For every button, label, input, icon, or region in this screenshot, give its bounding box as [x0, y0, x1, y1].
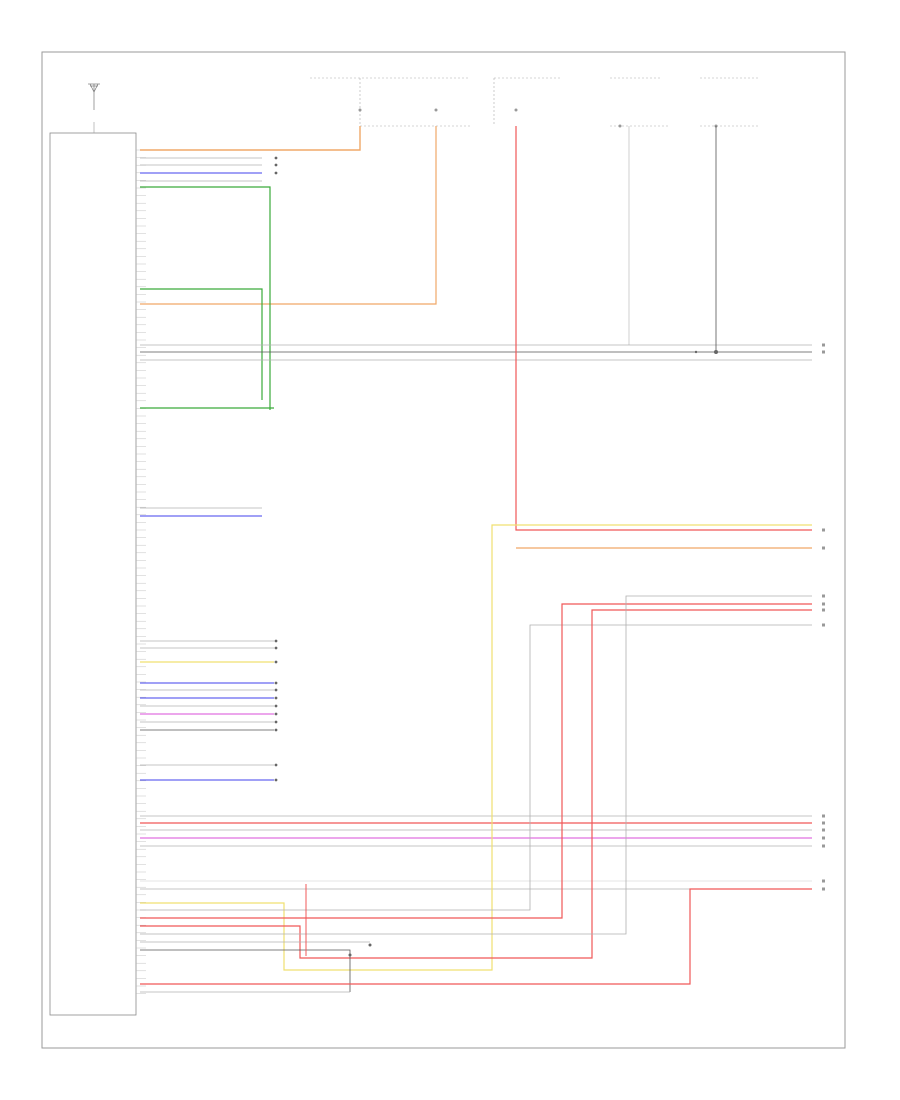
connector-dot [274, 704, 278, 708]
wire-harness [140, 126, 812, 993]
connector-dot [274, 778, 278, 782]
terminal-marker [822, 594, 825, 598]
control-module-box [49, 132, 137, 1016]
antenna-icon [88, 83, 100, 110]
wire [140, 126, 361, 151]
wire [140, 624, 812, 911]
wire [140, 186, 271, 410]
wire [140, 888, 812, 985]
wire [140, 126, 437, 305]
module-pin-rows [136, 149, 146, 994]
wire [140, 288, 263, 400]
connector-dot [274, 696, 278, 700]
connector-dot [274, 688, 278, 692]
wire [140, 949, 351, 992]
connector-dot [274, 639, 278, 643]
connector-dot [274, 156, 278, 160]
connector-dot [274, 660, 278, 664]
connector-dot [274, 763, 278, 767]
wire [140, 595, 812, 935]
diagram-frame [41, 51, 846, 1049]
terminal-marker [822, 623, 825, 627]
wire [140, 609, 812, 959]
terminal-marker [822, 602, 825, 606]
connector-dot [274, 712, 278, 716]
terminal-marker [822, 608, 825, 612]
terminal-marker [822, 350, 825, 354]
terminal-marker [822, 821, 825, 825]
terminal-marker [822, 844, 825, 848]
connector-dot [274, 163, 278, 167]
fuse-junction-boxes [310, 77, 760, 128]
wire [515, 126, 812, 531]
connector-dot [274, 646, 278, 650]
terminal-marker [822, 343, 825, 347]
terminal-marker [822, 836, 825, 840]
wire [140, 524, 812, 971]
terminal-marker [822, 887, 825, 891]
terminal-marker [822, 814, 825, 818]
connector-dot [274, 171, 278, 175]
ground-symbols [348, 350, 718, 957]
terminal-marker [822, 879, 825, 883]
wire [140, 603, 812, 919]
connector-dot [274, 720, 278, 724]
terminal-marker [822, 546, 825, 550]
terminal-marker [822, 828, 825, 832]
right-side-connectors [822, 343, 825, 891]
connector-dot [274, 728, 278, 732]
connector-dot [274, 681, 278, 685]
terminal-marker [822, 528, 825, 532]
